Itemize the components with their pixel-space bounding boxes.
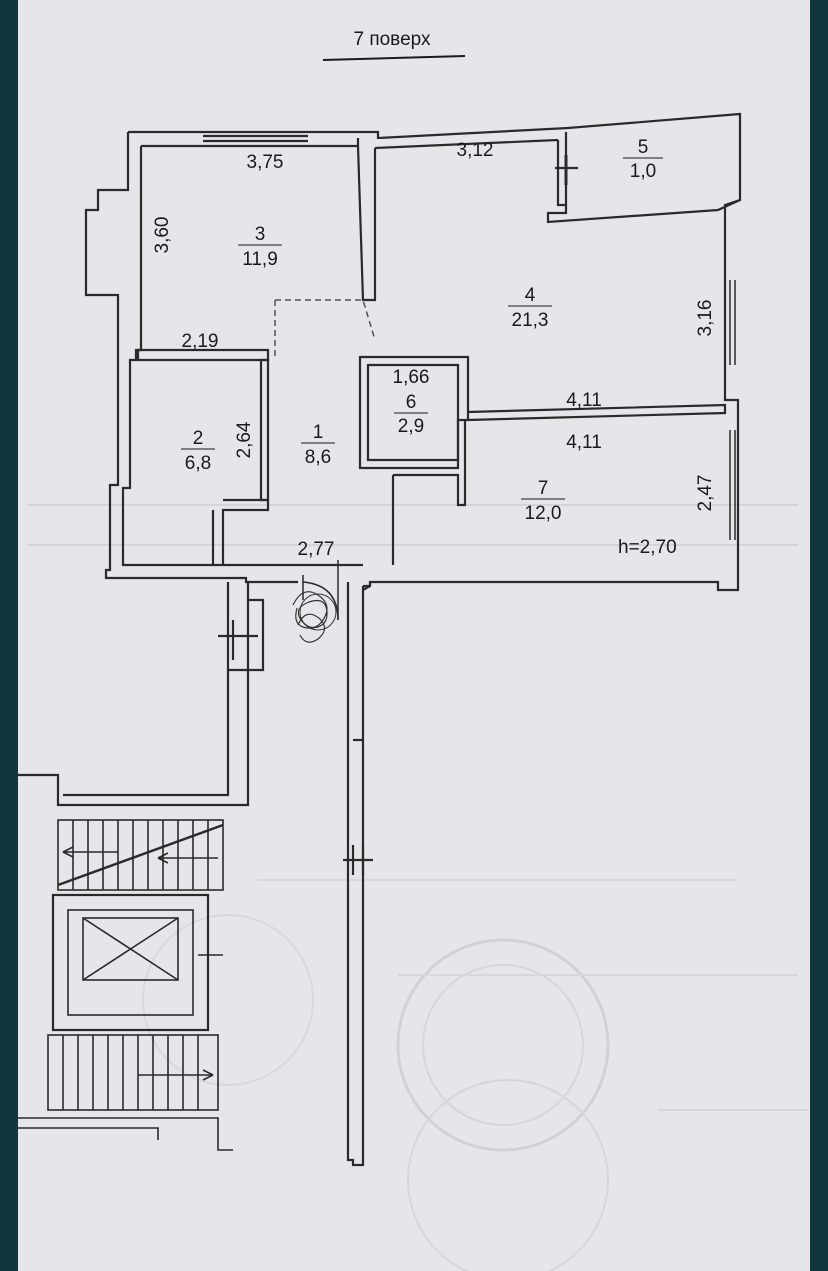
dimension-label: 3,60 (152, 217, 173, 254)
room-1-number: 1 (313, 422, 324, 443)
dimension-label: 4,11 (566, 390, 602, 411)
room-labels: 1 8,6 2 6,8 3 11,9 4 21,3 5 1,0 6 2,9 7 … (181, 137, 663, 524)
dimension-label: 2,77 (298, 539, 335, 560)
scribble-mark (292, 591, 337, 643)
room-5-area: 1,0 (630, 161, 656, 182)
ceiling-height-label: h=2,70 (618, 537, 677, 558)
room-4-area: 21,3 (512, 310, 549, 331)
dimension-label: 1,66 (393, 367, 430, 388)
room-3-area: 11,9 (242, 249, 278, 270)
room-2-number: 2 (193, 428, 204, 449)
staircase (18, 819, 233, 1151)
room-3-number: 3 (255, 224, 266, 245)
dimension-label: 2,19 (182, 331, 219, 352)
room-6-number: 6 (406, 392, 417, 413)
floor-plan-drawing: 7 поверх (18, 29, 808, 1271)
dimension-label: 2,47 (695, 475, 716, 512)
floor-plan-sheet: 7 поверх (18, 0, 810, 1271)
dashed-partitions (274, 299, 376, 360)
room-2-area: 6,8 (185, 453, 211, 474)
room-6-area: 2,9 (398, 416, 424, 437)
floor-title-underline (322, 55, 466, 61)
walls (18, 112, 742, 1167)
room-4-number: 4 (525, 285, 536, 306)
floor-title: 7 поверх (353, 29, 431, 50)
room-7-area: 12,0 (525, 503, 562, 524)
room-1-area: 8,6 (305, 447, 331, 468)
room-7-number: 7 (538, 478, 549, 499)
dimension-label: 2,64 (234, 421, 255, 458)
dimension-label: 3,12 (457, 140, 494, 161)
room-5-number: 5 (638, 137, 649, 158)
dimension-label: 4,11 (566, 432, 602, 453)
dimension-label: 3,75 (247, 152, 284, 173)
dimension-labels: 3,75 3,60 3,12 2,19 2,64 1,66 4,11 4,11 … (152, 140, 716, 560)
faded-background-marks (28, 504, 808, 1271)
dimension-label: 3,16 (695, 300, 716, 337)
